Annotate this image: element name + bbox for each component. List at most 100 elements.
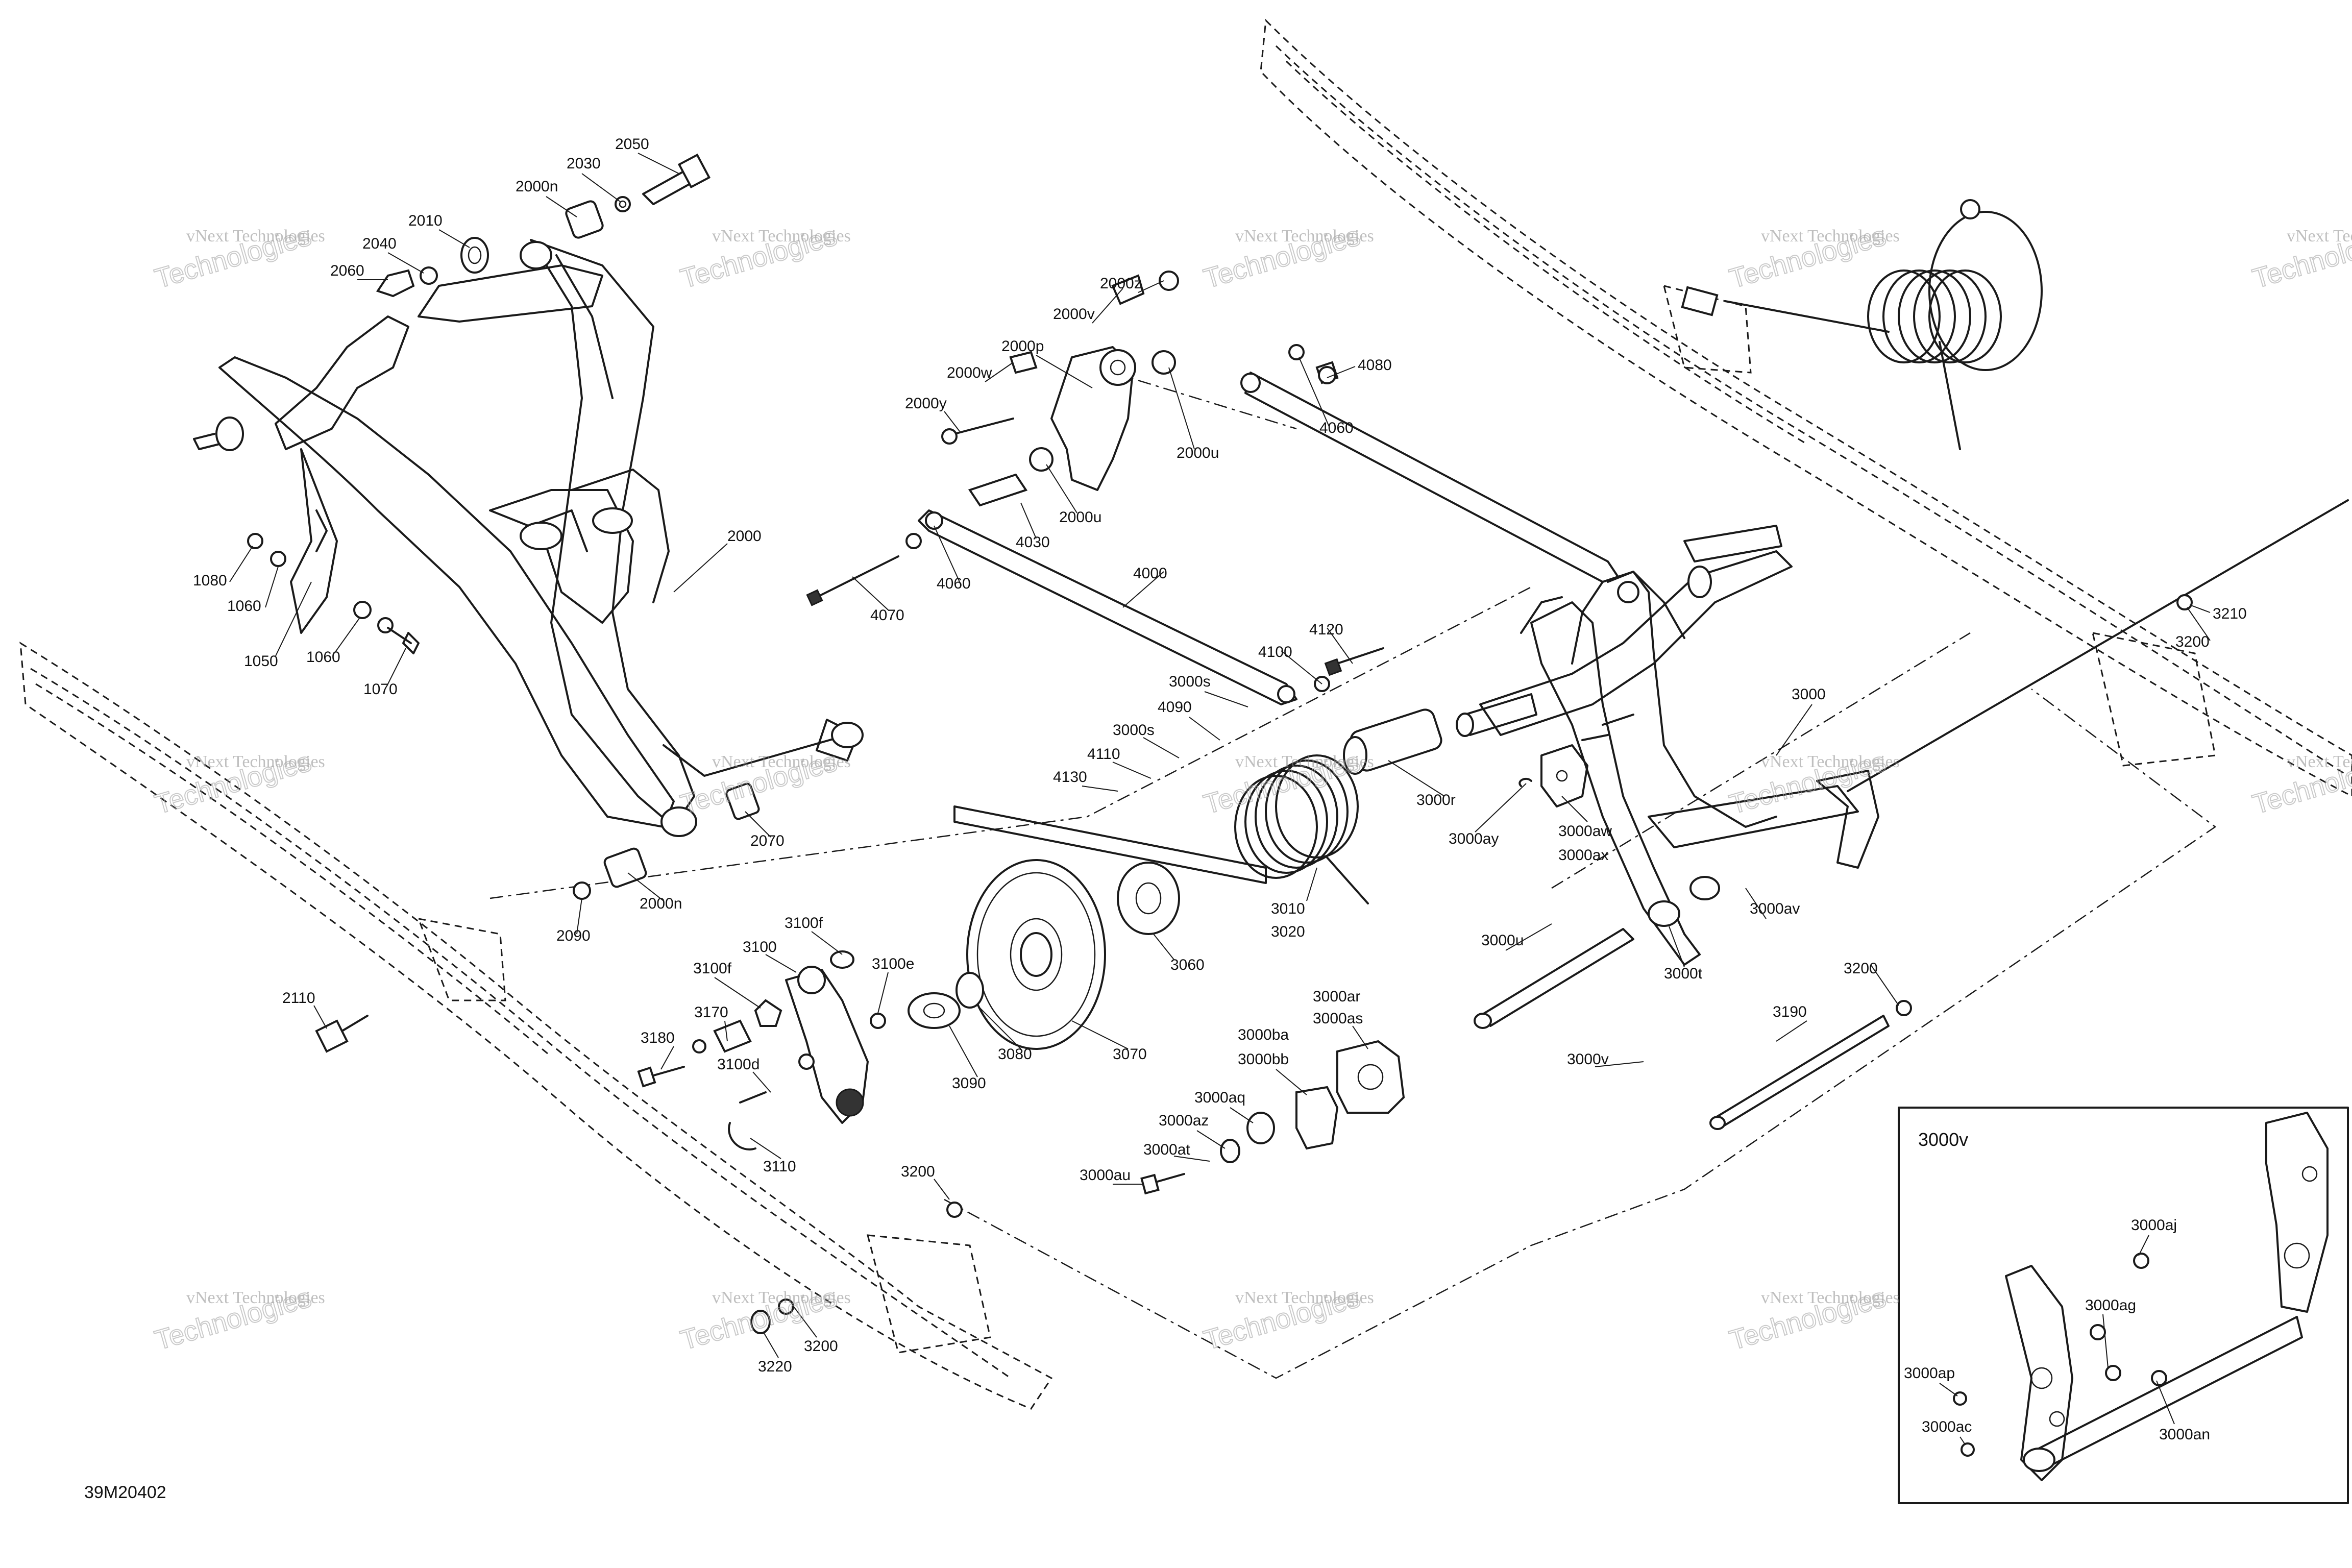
- rail-hardware: [750, 1202, 963, 1334]
- inset-3000v: [1898, 1107, 2349, 1504]
- watermark-text: vNext Technologies: [1235, 752, 1374, 771]
- callout-label: 4060: [1319, 420, 1354, 436]
- callout-label: 3100e: [872, 955, 914, 972]
- watermark-text: vNext Technologies: [186, 227, 325, 246]
- callout-label: 2040: [362, 235, 397, 252]
- watermark-text: vNext Technologies: [1761, 752, 1900, 771]
- callout-label: 2000z: [1100, 275, 1142, 292]
- callout-label: 2110: [282, 990, 315, 1007]
- callout-label: 3100f: [693, 960, 732, 977]
- callout-label: 3020: [1271, 923, 1305, 940]
- callout-label: 2000y: [905, 395, 947, 412]
- callout-label: 3200: [901, 1163, 935, 1180]
- callout-label: 2000n: [640, 895, 682, 912]
- callout-label: 3000ar: [1313, 988, 1360, 1005]
- callout-label: 3000bb: [1238, 1051, 1289, 1068]
- callout-label: 4100: [1258, 644, 1292, 660]
- callout-label: 3000u: [1481, 932, 1524, 949]
- callout-label: 2000p: [1001, 338, 1044, 355]
- callout-label: 1080: [193, 572, 227, 589]
- callout-label: 4110: [1087, 746, 1120, 763]
- idler-arm-3100: [637, 950, 886, 1150]
- callout-label: 3010: [1271, 900, 1305, 917]
- spring-and-wheels: [908, 754, 1369, 1050]
- callout-label: 3000aj: [2131, 1217, 2177, 1234]
- watermark-text: vNext Technologies: [1235, 227, 1374, 246]
- callout-label: 3000an: [2159, 1426, 2210, 1443]
- callout-label: 3200: [1844, 960, 1878, 977]
- callout-label: 2000: [727, 528, 762, 545]
- watermark-text: vNext Technologies: [2287, 227, 2352, 246]
- callout-label: 3000ax: [1558, 847, 1608, 864]
- callout-label: 3060: [1170, 957, 1205, 973]
- watermark-text: vNext Technologies: [1235, 1288, 1374, 1307]
- callout-label: 3180: [641, 1030, 675, 1046]
- callout-label: 2090: [556, 927, 591, 944]
- callout-label: 2000u: [1177, 445, 1219, 461]
- callout-label: 2070: [750, 832, 785, 849]
- callout-label: 3000ay: [1449, 830, 1499, 847]
- callout-label: 3000ac: [1922, 1418, 1972, 1435]
- bearing-blocks: [1140, 1040, 1405, 1195]
- rear-arm-hardware: [1474, 499, 2349, 1130]
- callout-label: 3190: [1773, 1003, 1807, 1020]
- rear-arm-assembly: [1343, 525, 1879, 966]
- callout-label: 3080: [998, 1046, 1032, 1063]
- callout-label: 4080: [1358, 357, 1392, 374]
- callout-label: 2000w: [947, 364, 992, 381]
- callout-label: 3210: [2213, 605, 2247, 622]
- callout-label: 3000as: [1313, 1010, 1363, 1027]
- watermark-text: vNext Technologies: [2287, 752, 2352, 771]
- callout-label: 3100f: [785, 915, 823, 932]
- callout-label: 2000n: [516, 178, 558, 195]
- callout-label: 3090: [952, 1075, 986, 1092]
- callout-label: 3220: [758, 1358, 792, 1375]
- diagram-reference-code: 39M20402: [84, 1483, 166, 1502]
- callout-labels: 2050 2030 2000n 2010 2040 2060 2000z 200…: [193, 136, 2247, 1443]
- callout-label: 4130: [1053, 769, 1087, 786]
- inset-title: 3000v: [1918, 1129, 1968, 1150]
- callout-label: 3000at: [1143, 1141, 1190, 1158]
- callout-label: 3100d: [717, 1056, 760, 1073]
- torsion-spring-left: [1234, 754, 1369, 904]
- leader-lines: [229, 153, 2211, 1445]
- callout-label: 4090: [1158, 699, 1192, 716]
- rear-torsion-spring: [1681, 199, 2043, 450]
- callout-label: 4120: [1309, 621, 1343, 638]
- callout-label: 2050: [615, 136, 649, 153]
- callout-label: 3000aq: [1194, 1089, 1245, 1106]
- callout-label: 1060: [306, 649, 340, 666]
- callout-label: 2010: [408, 212, 443, 229]
- watermark-text: vNext Technologies: [186, 1288, 325, 1307]
- callout-label: 3000ag: [2085, 1297, 2136, 1314]
- callout-label: 3070: [1113, 1046, 1147, 1063]
- callout-label: 4060: [937, 575, 971, 592]
- watermark-text: vNext Technologies: [712, 227, 851, 246]
- callout-label: 3000ba: [1238, 1026, 1289, 1043]
- front-arm-hardware: [247, 153, 760, 1053]
- callout-label: 1070: [363, 681, 398, 698]
- callout-label: 3000aw: [1558, 823, 1612, 840]
- callout-label: 3200: [2175, 633, 2210, 650]
- callout-label: 3000az: [1159, 1112, 1209, 1129]
- callout-label: 3000s: [1113, 722, 1155, 739]
- callout-label: 1050: [244, 653, 278, 670]
- left-rail: [19, 642, 1053, 1410]
- callout-label: 3100: [743, 939, 777, 955]
- phantom-lines: [489, 372, 2217, 1379]
- callout-label: 3000s: [1169, 673, 1211, 690]
- callout-label: 3000ap: [1904, 1365, 1955, 1382]
- callout-label: 2000u: [1059, 509, 1101, 526]
- wheel-3060: [1117, 862, 1180, 935]
- callout-label: 2030: [567, 155, 601, 172]
- watermark-text: vNext Technologies: [712, 752, 851, 771]
- callout-label: 2060: [330, 262, 364, 279]
- callout-label: 2000v: [1053, 306, 1095, 323]
- callout-label: 3000r: [1416, 792, 1456, 808]
- callout-label: 3000t: [1664, 965, 1703, 982]
- callout-label: 3200: [804, 1338, 838, 1355]
- callout-label: 4030: [1016, 534, 1050, 551]
- watermark-text: vNext Technologies: [186, 752, 325, 771]
- callout-label: 3000av: [1750, 900, 1800, 917]
